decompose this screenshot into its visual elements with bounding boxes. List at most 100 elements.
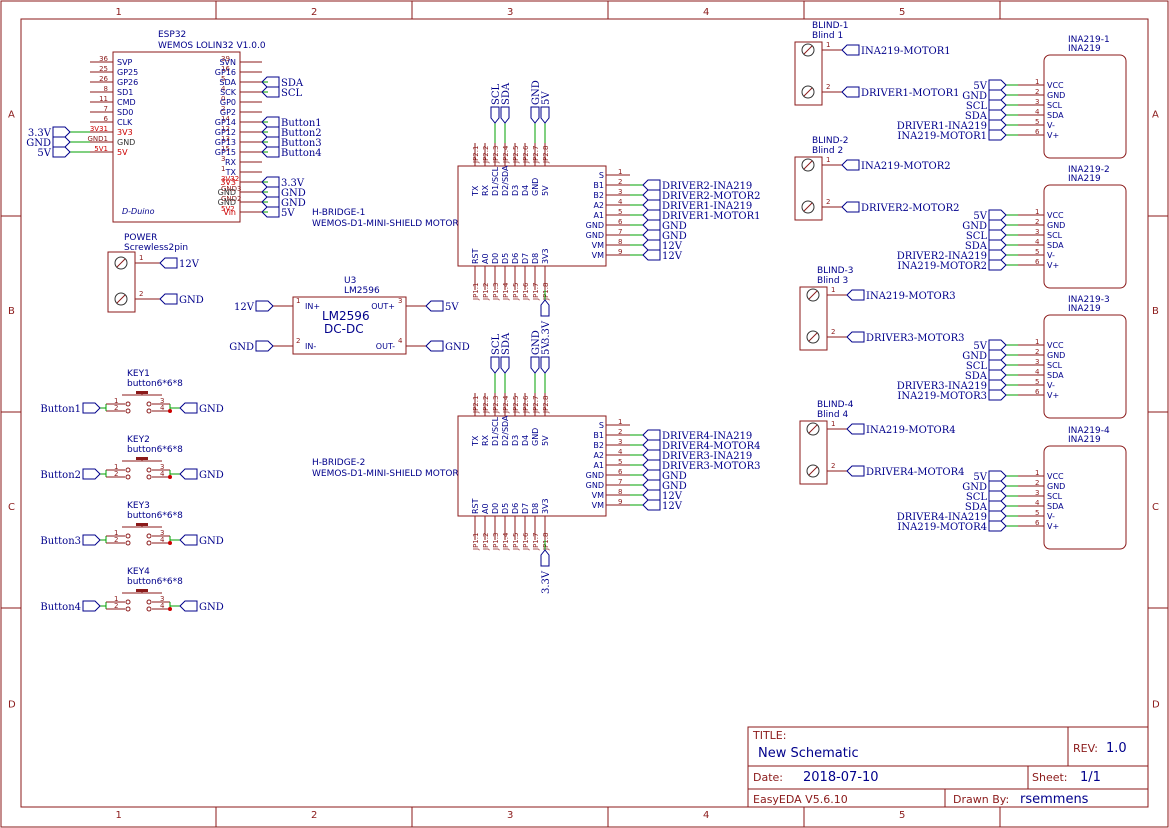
net-flag[interactable]: DRIVER1-MOTOR1 <box>642 209 761 222</box>
net-flag[interactable]: Button4 <box>40 600 101 613</box>
net-flag[interactable]: 5V <box>973 339 1007 352</box>
net-flag[interactable]: SDA <box>261 76 304 89</box>
net-flag[interactable]: GND <box>261 186 306 199</box>
net-flag[interactable]: GND <box>642 479 687 492</box>
net-flag[interactable]: DRIVER3-MOTOR3 <box>846 331 965 344</box>
net-flag[interactable]: 12V <box>642 239 683 252</box>
net-flag[interactable]: GND <box>179 600 224 613</box>
net-flag[interactable]: SCL <box>966 229 1007 242</box>
net-flag[interactable]: SDA <box>500 82 512 124</box>
net-flag[interactable]: 5V <box>261 206 295 219</box>
net-flag[interactable]: DRIVER1-INA219 <box>897 119 1007 132</box>
net-flag[interactable]: DRIVER4-MOTOR4 <box>846 465 965 478</box>
net-flag[interactable]: 3.3V <box>28 126 71 139</box>
net-flag[interactable]: GND <box>642 219 687 232</box>
net-flag[interactable]: DRIVER3-MOTOR3 <box>642 459 761 472</box>
net-flag[interactable]: 3.3V <box>261 176 305 189</box>
net-flag[interactable]: DRIVER3-INA219 <box>642 449 752 462</box>
net-flag[interactable]: 5V <box>37 146 71 159</box>
net-flag[interactable]: INA219-MOTOR1 <box>841 44 951 57</box>
net-flag[interactable]: 5V <box>973 470 1007 483</box>
net-flag[interactable]: 5V <box>540 341 552 374</box>
net-flag[interactable]: GND <box>425 340 470 353</box>
net-flag[interactable]: 12V <box>642 249 683 262</box>
net-flag[interactable]: 12V <box>159 257 200 270</box>
net-flag[interactable]: GND <box>642 229 687 242</box>
net-flag[interactable]: 5V <box>425 300 459 313</box>
net-flag[interactable]: GND <box>179 534 224 547</box>
net-flag[interactable]: SCL <box>490 333 502 374</box>
net-flag[interactable]: INA219-MOTOR2 <box>897 259 1007 272</box>
net-flag[interactable]: GND <box>962 480 1007 493</box>
net-flag[interactable]: GND <box>642 469 687 482</box>
net-flag[interactable]: GND <box>530 80 542 124</box>
net-flag[interactable]: SDA <box>965 239 1007 252</box>
net-flag[interactable]: GND <box>261 196 306 209</box>
net-flag[interactable]: Button4 <box>261 146 322 159</box>
net-flag[interactable]: SDA <box>500 332 512 374</box>
net-flag[interactable]: SDA <box>965 500 1007 513</box>
net-flag[interactable]: INA219-MOTOR3 <box>846 289 956 302</box>
net-flag[interactable]: 12V <box>642 499 683 512</box>
net-flag[interactable]: DRIVER1-INA219 <box>642 199 752 212</box>
net-flag[interactable]: GND <box>962 89 1007 102</box>
net-flag[interactable]: 12V <box>234 300 274 313</box>
net-flag[interactable]: SCL <box>490 83 502 124</box>
net-flag[interactable]: INA219-MOTOR1 <box>897 129 1007 142</box>
net-flag[interactable]: GND <box>26 136 71 149</box>
net-flag[interactable]: SDA <box>965 109 1007 122</box>
net-flag[interactable]: GND <box>159 293 204 306</box>
net-flag[interactable]: SCL <box>261 86 303 99</box>
net-flag[interactable]: SDA <box>965 369 1007 382</box>
net-flag[interactable]: Button1 <box>40 402 101 415</box>
net-flag[interactable]: DRIVER4-INA219 <box>642 429 752 442</box>
net-flag[interactable]: SCL <box>966 99 1007 112</box>
net-flag[interactable]: INA219-MOTOR3 <box>897 389 1007 402</box>
net-flag[interactable]: Button3 <box>40 534 101 547</box>
net-flag[interactable]: 3.3V <box>540 299 552 344</box>
net-flag[interactable]: DRIVER1-MOTOR1 <box>841 86 960 99</box>
net-flag[interactable]: INA219-MOTOR2 <box>841 159 951 172</box>
net-flag[interactable]: DRIVER2-INA219 <box>897 249 1007 262</box>
lm2596-regulator[interactable]: U3 LM2596 LM2596 DC-DC 1IN+12V2IN-GND3OU… <box>229 276 470 355</box>
net-flag[interactable]: Button2 <box>261 126 322 139</box>
net-flag[interactable]: Button1 <box>261 116 322 129</box>
net-flag[interactable]: GND <box>179 468 224 481</box>
net-flag[interactable]: DRIVER4-MOTOR4 <box>642 439 761 452</box>
net-flag[interactable]: SCL <box>966 359 1007 372</box>
net-flag[interactable]: DRIVER2-MOTOR2 <box>642 189 761 202</box>
net-flag[interactable]: DRIVER4-INA219 <box>897 510 1007 523</box>
net-flag[interactable]: GND <box>962 219 1007 232</box>
net-flag[interactable]: Button2 <box>40 468 101 481</box>
net-flag[interactable]: SCL <box>966 490 1007 503</box>
net-flag[interactable]: 12V <box>642 489 683 502</box>
net-flag[interactable]: 5V <box>540 91 552 124</box>
net-flag[interactable]: Button3 <box>261 136 322 149</box>
net-flag[interactable]: DRIVER2-INA219 <box>642 179 752 192</box>
net-flag[interactable]: INA219-MOTOR4 <box>846 423 956 436</box>
net-flag[interactable]: DRIVER2-MOTOR2 <box>841 201 960 214</box>
net-flag[interactable]: GND <box>229 340 274 353</box>
net-flag[interactable]: GND <box>530 330 542 374</box>
net-flag[interactable]: GND <box>962 349 1007 362</box>
net-flag[interactable]: 3.3V <box>540 549 552 594</box>
net-flag[interactable]: INA219-MOTOR4 <box>897 520 1007 533</box>
net-flag[interactable]: 5V <box>973 79 1007 92</box>
net-flag[interactable]: DRIVER3-INA219 <box>897 379 1007 392</box>
